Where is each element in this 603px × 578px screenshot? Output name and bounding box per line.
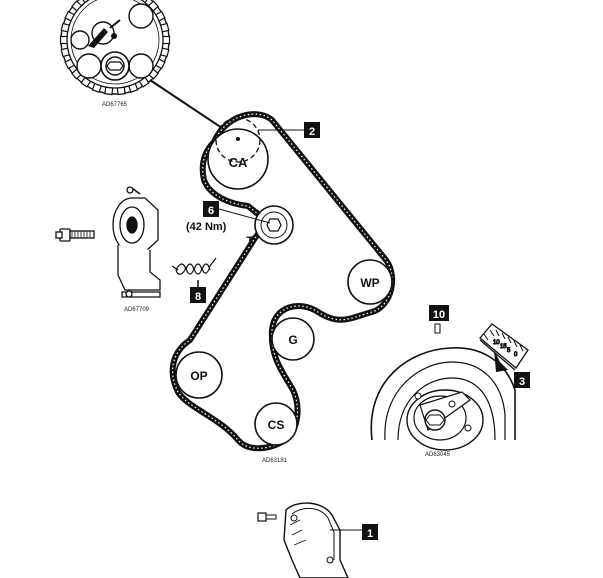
camshaft-sprocket-detail: AD67765: [59, 0, 226, 131]
pulley-label-cs: CS: [268, 418, 285, 432]
callout-2: 2: [258, 122, 320, 138]
timing-pointer-icon: [88, 28, 108, 48]
callout-10: 10: [429, 305, 449, 321]
scale-mark-15: 15: [500, 344, 507, 350]
figure-code-camshaft: AD67765: [102, 102, 128, 108]
figure-code-tensioner: AD67709: [124, 307, 150, 313]
tensioner-bolt-icon: [55, 228, 95, 242]
tensioner-spring-icon: [171, 257, 217, 275]
dashed-detail-circle: [215, 117, 261, 163]
callout-1: 1: [362, 524, 378, 540]
pulley-label-g: G: [288, 333, 297, 347]
pulley-label-ca: CA: [229, 155, 248, 170]
crankshaft-pulley-detail: 10 15 5 0: [370, 323, 529, 451]
torque-spec: (42 Nm): [186, 221, 227, 233]
guide-pulley: G: [271, 317, 315, 361]
cover-bolt-icon: [257, 512, 277, 522]
svg-text:1: 1: [367, 528, 373, 540]
tensioner-nut-icon: [266, 218, 282, 232]
tensioner-pulley-icon: [112, 186, 161, 298]
svg-text:2: 2: [309, 126, 315, 138]
figure-code-belt-layout: AD63181: [262, 458, 288, 464]
oil-pump-pulley: OP: [175, 351, 223, 399]
callout-6: 6 (42 Nm): [186, 201, 271, 233]
svg-text:10: 10: [433, 309, 445, 321]
timing-cover-detail: [257, 502, 364, 578]
pulley-label-wp: WP: [360, 276, 379, 290]
tensioner-detail: [55, 186, 217, 298]
svg-text:8: 8: [195, 291, 201, 303]
camshaft-pulley: CA: [207, 117, 269, 190]
tensioner-pulley: T: [246, 205, 294, 248]
svg-text:6: 6: [208, 205, 214, 217]
callout-3: 3: [514, 372, 530, 388]
svg-text:3: 3: [519, 376, 525, 388]
detail-leader-line: [149, 79, 226, 131]
scale-mark-5: 5: [507, 348, 511, 354]
pulley-label-op: OP: [190, 369, 207, 383]
timing-scale: 10 15 5 0: [479, 323, 529, 372]
crankshaft-pulley: CS: [254, 402, 298, 446]
water-pump-pulley: WP: [347, 259, 393, 305]
pulley-label-t: T: [246, 234, 254, 248]
scale-mark-0: 0: [514, 352, 518, 358]
figure-code-crank: AD63045: [425, 452, 451, 458]
callout-8: 8: [190, 287, 206, 303]
timing-notch-icon: [434, 323, 441, 334]
scale-mark-10: 10: [493, 340, 500, 346]
